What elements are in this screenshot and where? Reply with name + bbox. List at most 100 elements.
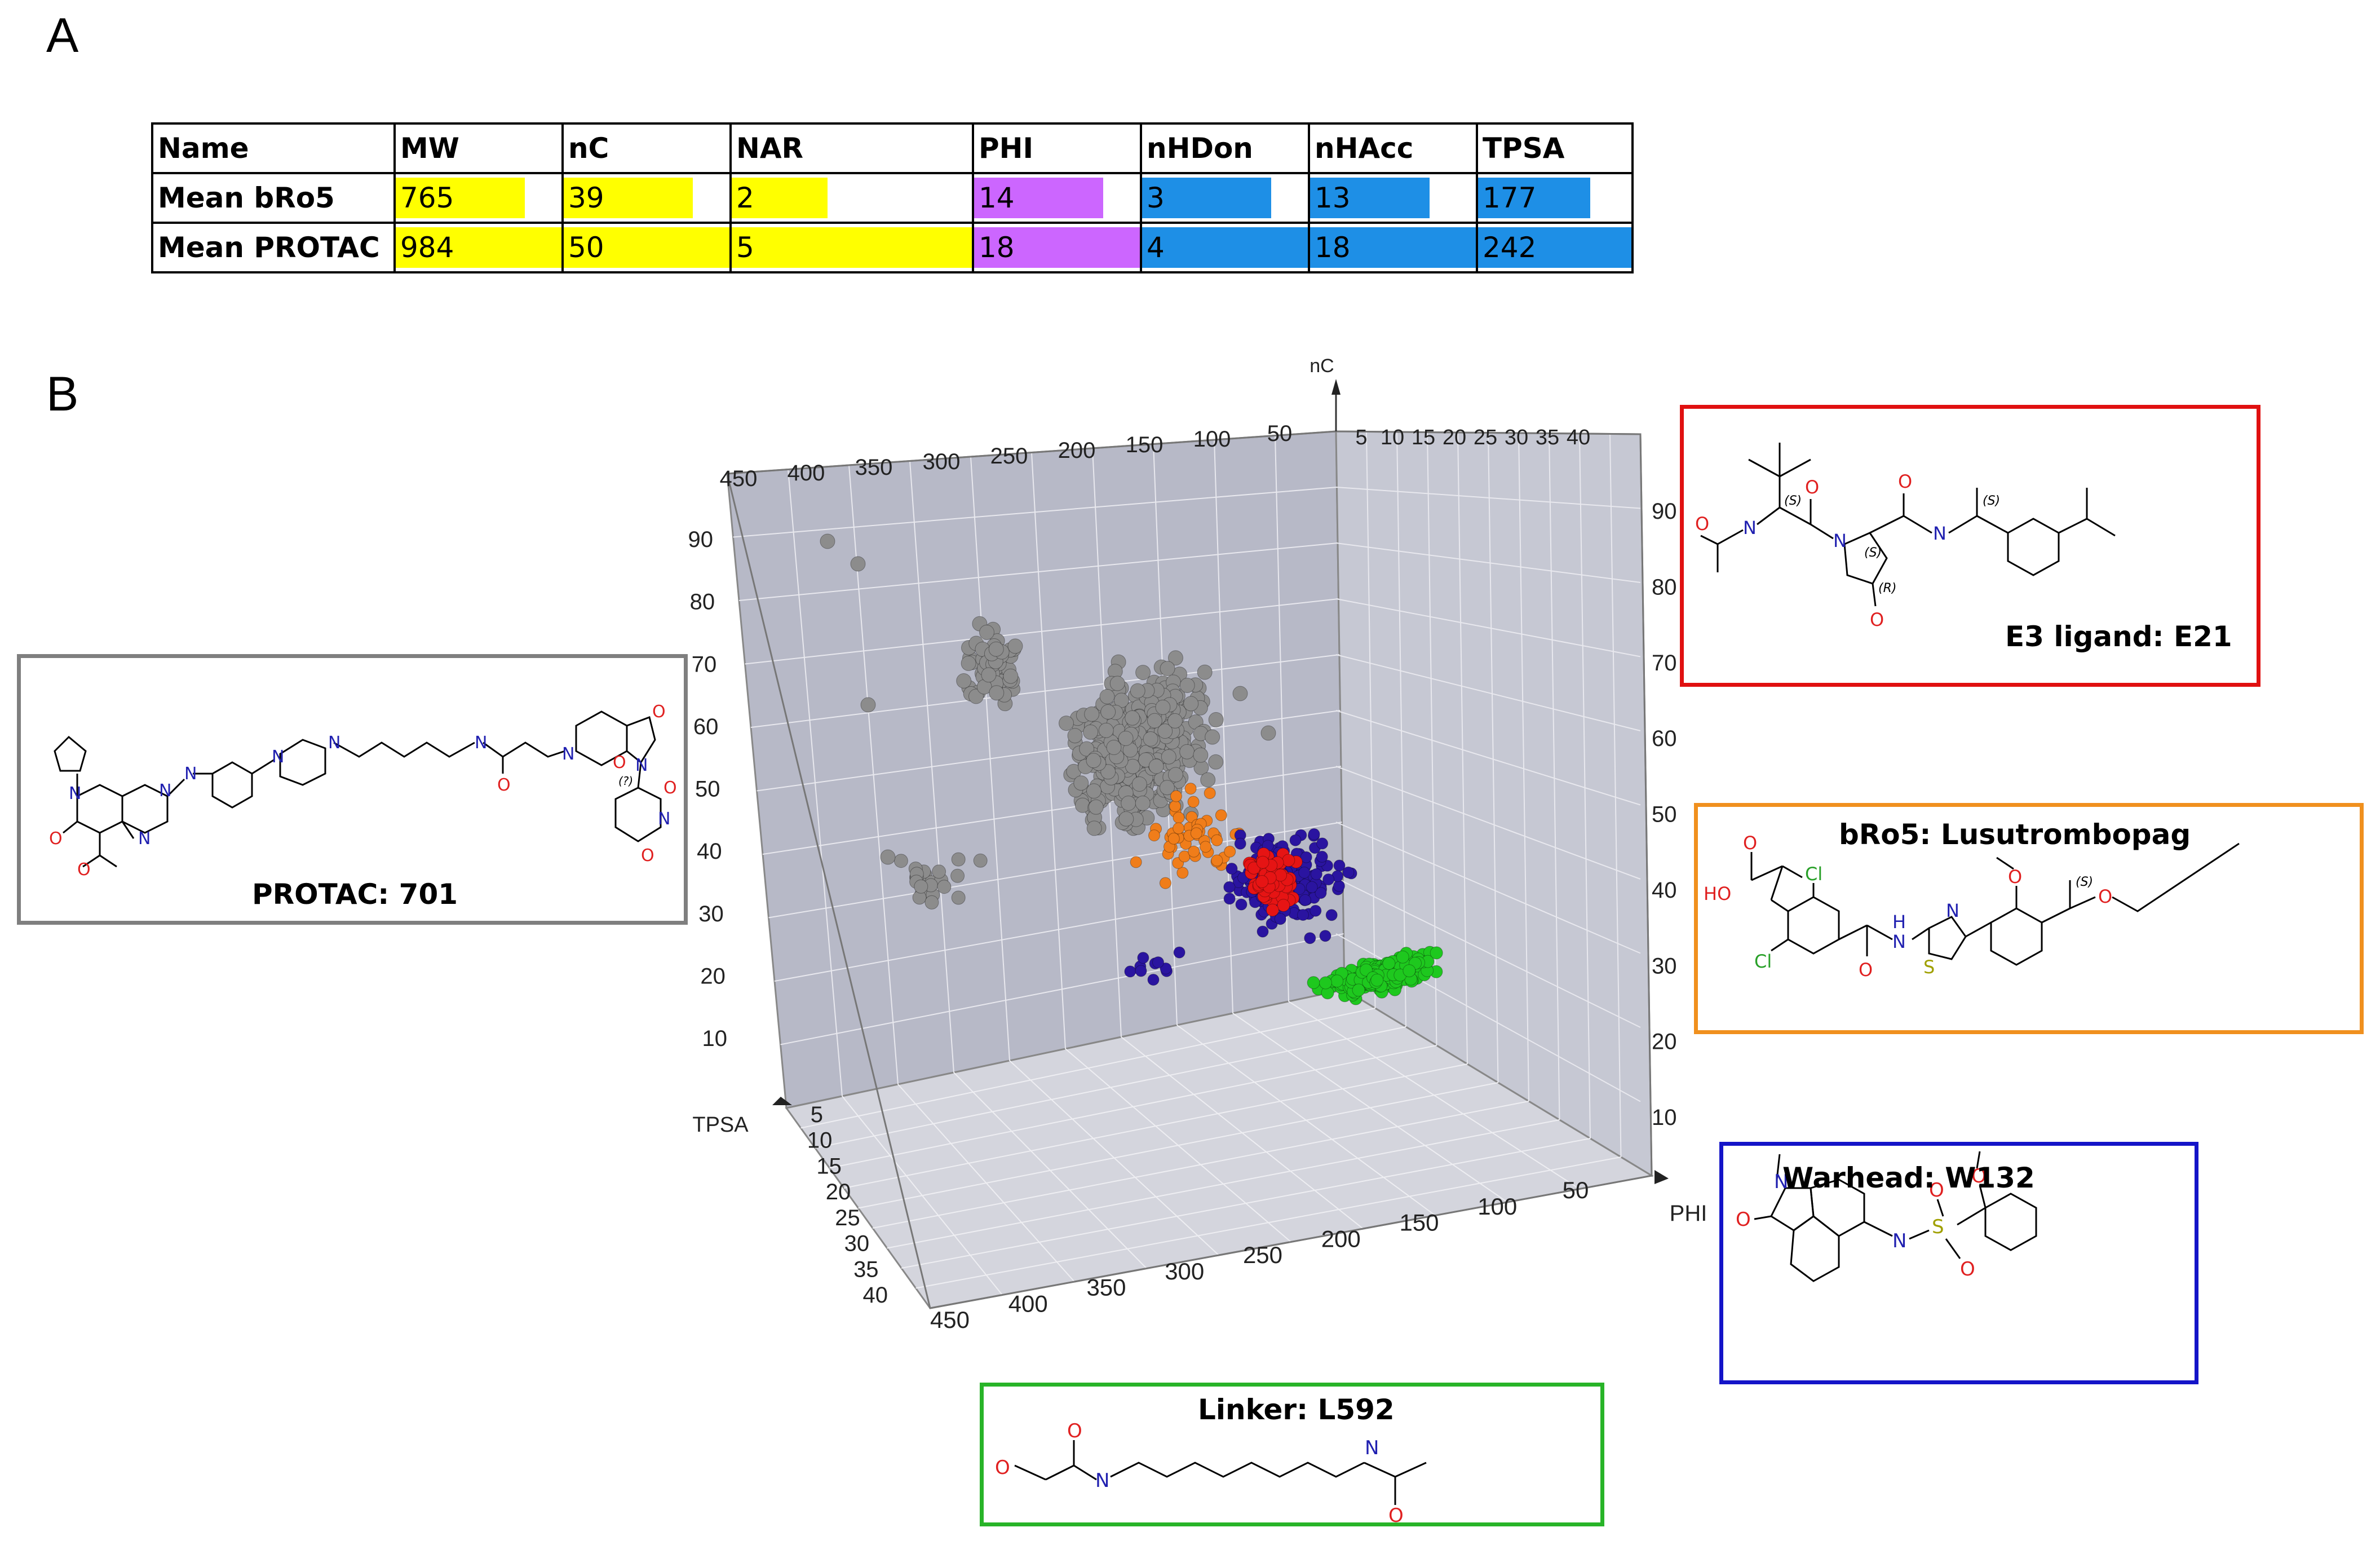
- data-point: [1184, 783, 1197, 795]
- data-point: [1382, 957, 1396, 970]
- bond: [1912, 927, 1930, 941]
- data-point: [1173, 946, 1185, 959]
- data-point: [1073, 775, 1089, 791]
- grid-line: [1549, 433, 1560, 1120]
- data-point: [961, 655, 976, 671]
- thiazole-ring: [1928, 916, 1967, 960]
- data-point: [1234, 837, 1246, 850]
- data-point: [1179, 744, 1195, 760]
- cube-frame: [726, 430, 1653, 1309]
- bond: [1045, 1464, 1074, 1481]
- data-point: [1319, 930, 1331, 942]
- tick-label: 300: [1165, 1258, 1204, 1284]
- header-cell: TPSA: [1476, 122, 1634, 174]
- bond: [1751, 865, 1783, 881]
- data-point: [1310, 904, 1322, 917]
- grid-line: [1335, 822, 1641, 954]
- value-bar: [975, 227, 1139, 268]
- data-point: [880, 849, 896, 865]
- value-bar: [1143, 227, 1307, 268]
- data-point: [1208, 712, 1224, 727]
- bond: [251, 758, 275, 775]
- bond: [1936, 1199, 1944, 1217]
- atom-label: O: [1870, 609, 1884, 630]
- header-cell: MW: [393, 122, 564, 174]
- atom-label: O: [613, 753, 626, 772]
- stereo-label: (S): [1864, 546, 1882, 560]
- tick-label: 50: [695, 777, 720, 802]
- data-point: [1160, 661, 1175, 677]
- data-point: [914, 879, 928, 894]
- protac-label: PROTAC: 701: [252, 878, 458, 911]
- panel-label-a: A: [46, 8, 79, 63]
- data-point: [1130, 683, 1145, 699]
- value-bar: [565, 227, 728, 268]
- data-point: [1086, 783, 1101, 799]
- nc-axis-arrow: [1331, 379, 1341, 395]
- bond: [63, 820, 78, 834]
- bond: [1976, 1151, 1981, 1169]
- bond: [1957, 1207, 1986, 1226]
- tick-label: 5: [811, 1102, 823, 1127]
- value-cell: 18: [1308, 222, 1478, 273]
- bond: [1770, 866, 1784, 900]
- value-bar: [733, 178, 828, 218]
- value-bar: [1311, 227, 1475, 268]
- data-point: [1161, 749, 1176, 765]
- atom-label: H: [1892, 911, 1906, 933]
- data-point: [937, 880, 952, 894]
- data-point: [1106, 740, 1122, 755]
- data-point: [1193, 747, 1209, 763]
- bond: [1779, 458, 1811, 478]
- atom-label: O: [1695, 513, 1709, 535]
- atom-label: S: [1923, 956, 1935, 978]
- data-point: [1282, 854, 1295, 867]
- data-point: [860, 697, 876, 713]
- tick-label: 20: [700, 964, 725, 988]
- bro5-structure-drawing: O HO Cl Cl O N H N S O O (S): [1704, 832, 2240, 981]
- cyclopentyl-ring: [54, 735, 87, 772]
- atom-label: N: [1833, 530, 1847, 551]
- bond: [1771, 899, 1789, 912]
- data-point: [1086, 753, 1101, 769]
- data-point: [1188, 845, 1200, 858]
- data-point: [1159, 780, 1175, 796]
- data-point: [1330, 974, 1344, 988]
- tick-label: 15: [816, 1154, 842, 1178]
- data-point: [1211, 834, 1223, 846]
- protac-structure-box: N N N N N N N N N N O O O O O O O (?) PR…: [17, 654, 688, 925]
- glutarimide-ring: [614, 787, 662, 842]
- tick-label: 25: [1474, 426, 1497, 449]
- grid-line: [1488, 432, 1499, 1083]
- data-point: [1226, 863, 1238, 875]
- atom-label: O: [2098, 886, 2112, 907]
- atom-label: N: [1946, 900, 1959, 921]
- data-point: [1125, 758, 1140, 774]
- grid-line: [887, 1119, 1560, 1249]
- atom-label: O: [49, 829, 63, 849]
- data-point: [1160, 963, 1172, 974]
- data-point: [1224, 845, 1236, 858]
- table-header-row: Name MW nC NAR PHI nHDon nHAcc TPSA: [151, 122, 1634, 174]
- data-point: [1257, 925, 1269, 938]
- pyrrolidine-ring: [1843, 532, 1888, 585]
- data-point: [1205, 729, 1220, 745]
- warhead-label: Warhead: W132: [1782, 1162, 2035, 1194]
- atom-label: O: [1736, 1208, 1751, 1231]
- value-bar: [975, 178, 1104, 218]
- bond: [82, 854, 100, 868]
- methoxyphenyl-ring: [1984, 1193, 2037, 1251]
- grid-line: [1518, 432, 1529, 1102]
- imide-ring: [626, 716, 656, 764]
- tick-label: 450: [720, 466, 758, 491]
- atom-label: O: [77, 860, 91, 880]
- grid-line: [1335, 766, 1641, 880]
- value-cell: 14: [972, 172, 1142, 224]
- atom-label: O: [1960, 1258, 1975, 1281]
- tick-label: 40: [863, 1283, 888, 1308]
- atom-label: S: [1932, 1216, 1944, 1238]
- value-bar: [397, 178, 525, 218]
- data-point: [1200, 772, 1216, 788]
- linker-structure-drawing: O O N N O: [995, 1420, 1427, 1525]
